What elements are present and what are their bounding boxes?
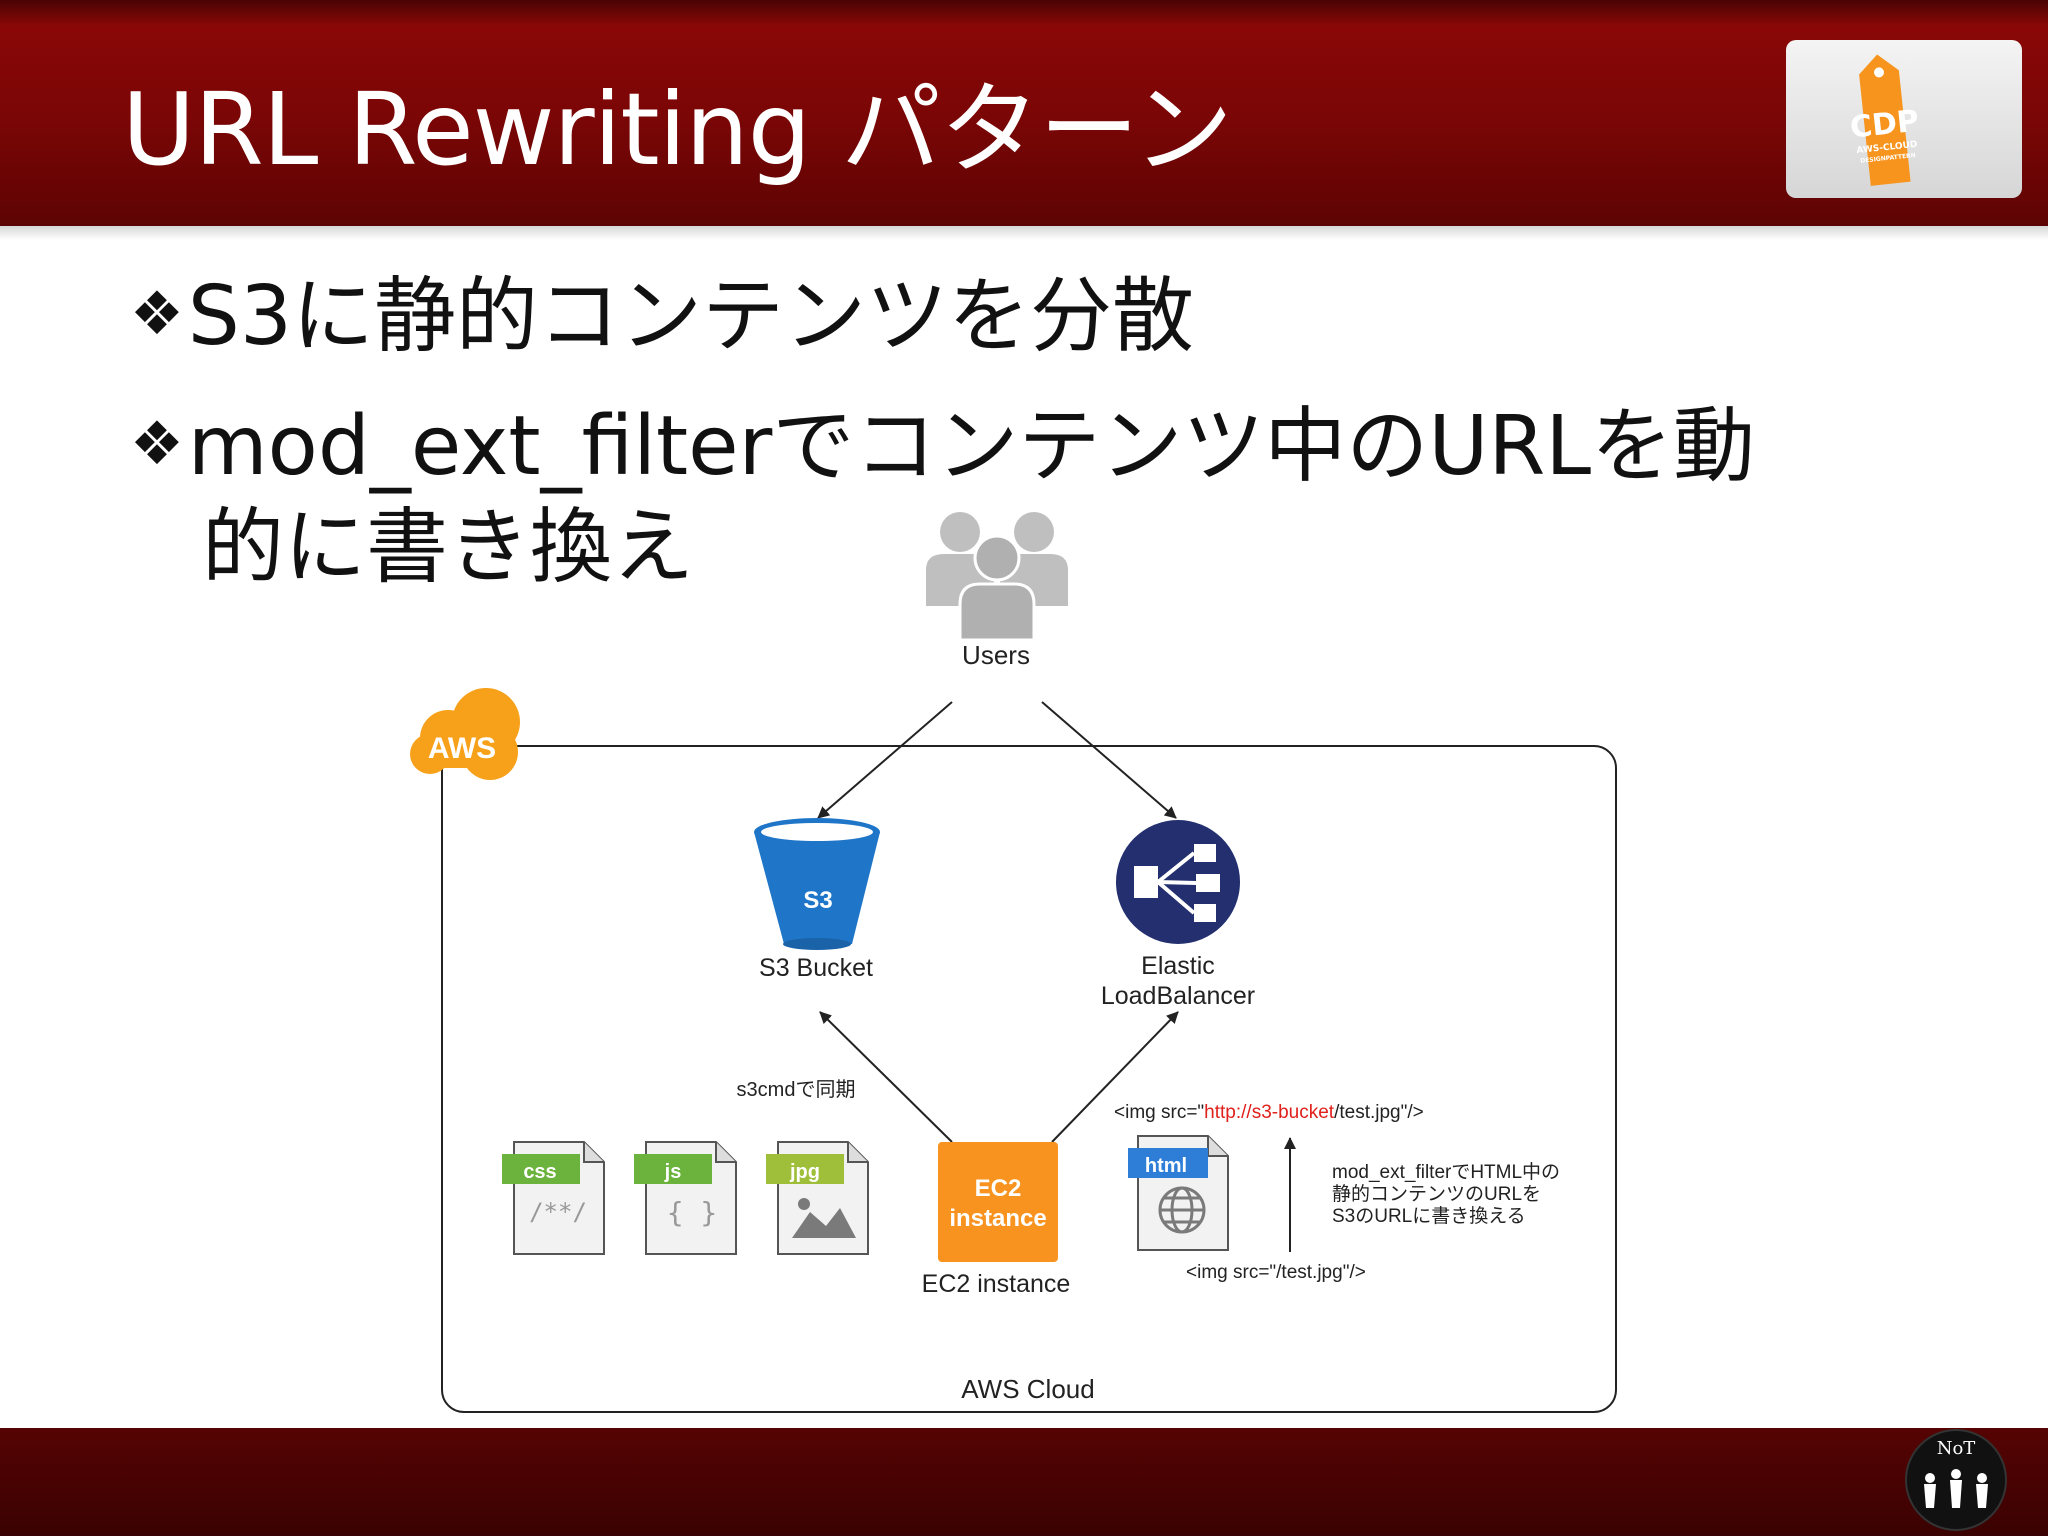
bullet-1-text: S3に静的コンテンツを分散 [187, 269, 1195, 364]
css-file-icon [502, 1141, 605, 1255]
arrow-ec2-to-elb [1051, 1011, 1179, 1143]
note-line2: 静的コンテンツのURLを [1332, 1183, 1541, 1205]
s3-bucket-icon [754, 818, 880, 950]
css-file-glyph: /**/ [529, 1198, 587, 1226]
s3-icon-text: S3 [803, 887, 832, 914]
ec2-icon-line1: EC2 [975, 1175, 1022, 1202]
cdp-logo-main: CDP [1848, 104, 1920, 146]
arrow-ec2-to-s3 [819, 1011, 953, 1143]
note-line1: mod_ext_filterでHTML中の [1332, 1161, 1560, 1183]
html-file-tag: html [1145, 1155, 1187, 1177]
original-src-text: <img src="/test.jpg"/> [1186, 1262, 1366, 1283]
title-bar-shadow [0, 226, 2048, 240]
rewritten-src-suffix: /test.jpg"/> [1334, 1102, 1424, 1123]
elb-label-line2: LoadBalancer [1101, 982, 1255, 1010]
diamond-bullet-icon: ❖ [130, 279, 184, 349]
js-file-icon [634, 1141, 737, 1255]
js-file-tag: js [664, 1161, 682, 1183]
figures-icon [1924, 1469, 1988, 1508]
js-file-glyph: { } [667, 1196, 718, 1229]
sync-label: s3cmdで同期 [737, 1079, 856, 1101]
architecture-diagram: AWS AWS Cloud Users S3 S3 Bucket Elastic… [410, 512, 1617, 1413]
rewritten-src-url: http://s3-bucket [1204, 1102, 1335, 1123]
users-label: Users [962, 640, 1030, 670]
aws-cloud-label: AWS Cloud [961, 1374, 1094, 1404]
html-file-icon [1128, 1135, 1229, 1251]
css-file-tag: css [523, 1161, 556, 1183]
jpg-file-tag: jpg [789, 1161, 820, 1183]
arrow-users-to-elb [1041, 701, 1177, 819]
not-logo-text: NoT [1937, 1438, 1976, 1459]
aws-badge-label: AWS [428, 732, 496, 765]
rewritten-src-text: <img src="http://s3-bucket/test.jpg"/> [1114, 1102, 1424, 1123]
diamond-bullet-icon: ❖ [130, 409, 184, 479]
ec2-icon-line2: instance [949, 1205, 1046, 1232]
bullet-1: ❖S3に静的コンテンツを分散 [130, 262, 1194, 369]
elb-label-line1: Elastic [1141, 952, 1215, 980]
ec2-instance-icon [938, 1142, 1058, 1262]
globe-icon [1158, 1186, 1206, 1234]
slide-title: URL Rewriting パターン [122, 71, 1233, 188]
footer-bar: NoT [0, 1428, 2048, 1536]
note-line3: S3のURLに書き換える [1332, 1205, 1526, 1227]
jpg-file-icon [766, 1141, 869, 1255]
rewritten-src-prefix: <img src=" [1114, 1102, 1204, 1123]
cdp-logo: CDP AWS-CLOUD DESIGNPATTERN [1786, 40, 2022, 198]
users-icon [926, 512, 1068, 642]
load-balancer-icon [1116, 820, 1240, 944]
arrow-users-to-s3 [817, 701, 953, 819]
bullet-2-continuation: 的に書き換え [202, 496, 694, 600]
bullet-2-text-line1: mod_ext_filterでコンテンツ中のURLを動 [187, 399, 1756, 494]
title-bar [0, 0, 2048, 226]
footer-logo: NoT [1905, 1429, 2007, 1531]
ec2-instance-label: EC2 instance [922, 1270, 1071, 1298]
cdp-tag-icon: CDP AWS-CLOUD DESIGNPATTERN [1848, 54, 1921, 186]
bullet-2-text-line2: 的に書き換え [202, 500, 695, 595]
bullet-2: ❖mod_ext_filterでコンテンツ中のURLを動 [130, 392, 1755, 499]
aws-cloud-boundary [441, 745, 1617, 1413]
s3-bucket-label: S3 Bucket [759, 954, 873, 982]
aws-cloud-icon [410, 688, 520, 780]
